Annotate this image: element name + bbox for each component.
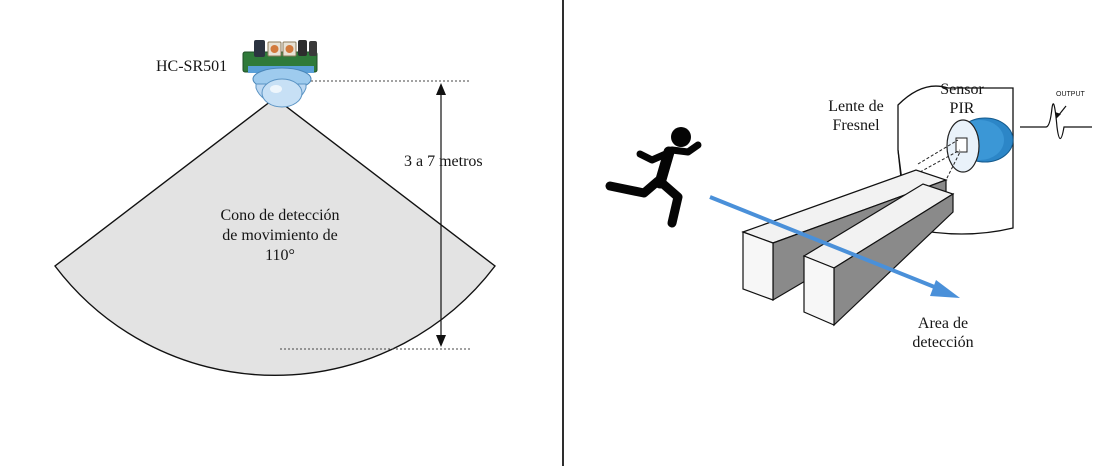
pir-principle-diagram [605,85,1092,327]
distance-label: 3 a 7 metros [404,153,483,170]
pir-sensor-icon [242,40,318,108]
sensor-label-line: PIR [949,100,975,117]
cone-text-line: Cono de detección [220,207,340,224]
cone-description: Cono de detección de movimiento de 110° [195,206,365,266]
detection-area-label: Area de detección [898,314,988,352]
lens-label-line: Lente de [828,98,884,115]
detection-cone-panel: HC-SR501 3 a 7 metros Cono de detección … [54,40,496,376]
output-signal-icon [1020,103,1092,140]
lens-label: Lente de Fresnel [816,97,896,135]
detection-cone-diagram [54,40,496,376]
motion-direction-arrow [709,195,960,298]
fresnel-lens-bar [802,183,955,327]
sensor-model-label: HC-SR501 [156,58,228,75]
panel-divider [562,0,564,466]
cone-text-line: 110° [265,247,295,264]
pir-principle-panel: Lente de Fresnel Sensor PIR OUTPUT Area … [568,0,1113,466]
output-label: OUTPUT [1056,91,1085,98]
detection-cone [54,97,496,376]
detection-area-line: Area de [917,315,969,332]
distance-arrow [436,83,446,347]
pir-sensor-cylinder [946,117,1014,173]
lens-label-line: Fresnel [832,117,880,134]
cone-text-line: de movimiento de [222,227,338,244]
detection-area-line: detección [912,334,974,351]
sensor-label: Sensor PIR [927,80,997,118]
beam-lines [917,139,961,197]
running-person-icon [605,127,702,228]
sensor-label-line: Sensor [940,81,984,98]
